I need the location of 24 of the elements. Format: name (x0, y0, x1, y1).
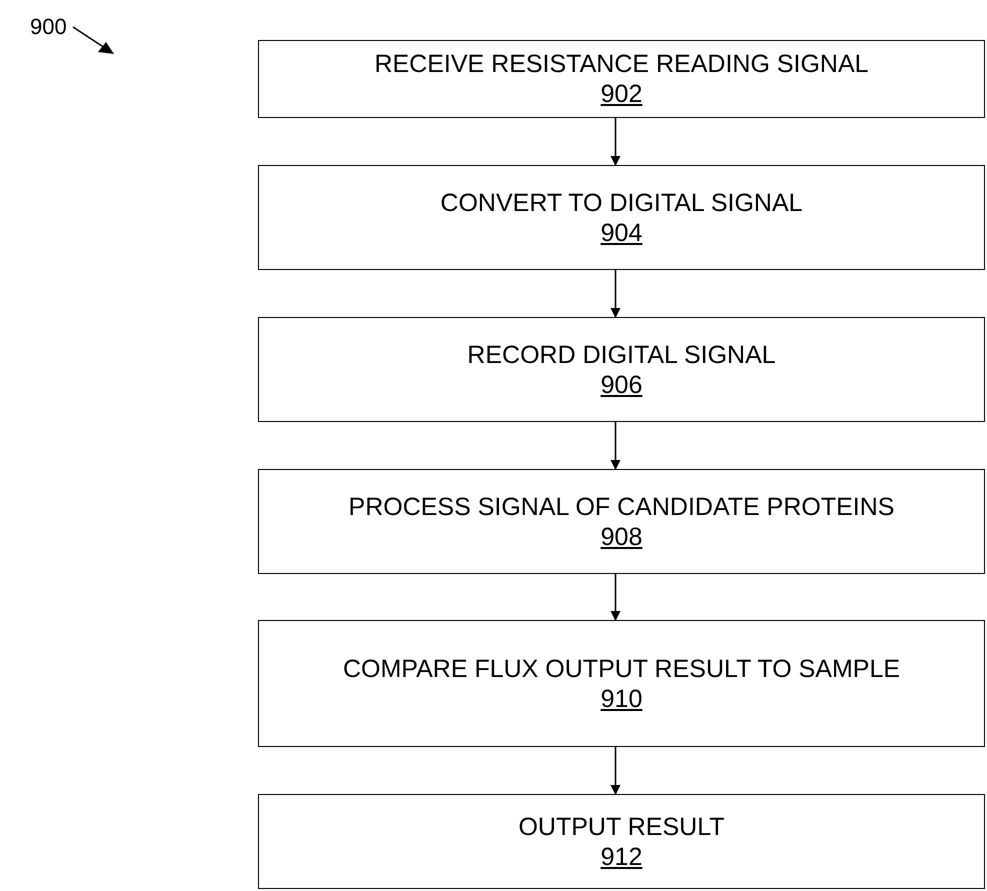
step-text: OUTPUT RESULT (518, 812, 725, 842)
step-text: PROCESS SIGNAL OF CANDIDATE PROTEINS (348, 492, 894, 522)
process-box (258, 620, 985, 747)
step-text: COMPARE FLUX OUTPUT RESULT TO SAMPLE (342, 654, 900, 684)
process-box (258, 317, 985, 422)
arrow (610, 574, 620, 621)
figure-number: 900 (30, 14, 67, 40)
process-box (258, 165, 985, 270)
reference-number: 904 (600, 218, 642, 248)
process-box (258, 469, 985, 574)
reference-number: 910 (600, 684, 642, 714)
reference-number: 908 (600, 522, 642, 552)
arrow (610, 118, 620, 166)
process-box (258, 794, 985, 889)
arrow (610, 747, 620, 795)
step-text: RECEIVE RESISTANCE READING SIGNAL (374, 49, 869, 79)
step-text: RECORD DIGITAL SIGNAL (467, 340, 776, 370)
reference-number: 906 (600, 370, 642, 400)
process-box (258, 40, 985, 118)
reference-number: 902 (600, 79, 642, 109)
arrow (610, 270, 620, 318)
step-text: CONVERT TO DIGITAL SIGNAL (440, 188, 803, 218)
reference-number: 912 (600, 842, 642, 872)
arrow (610, 422, 620, 470)
